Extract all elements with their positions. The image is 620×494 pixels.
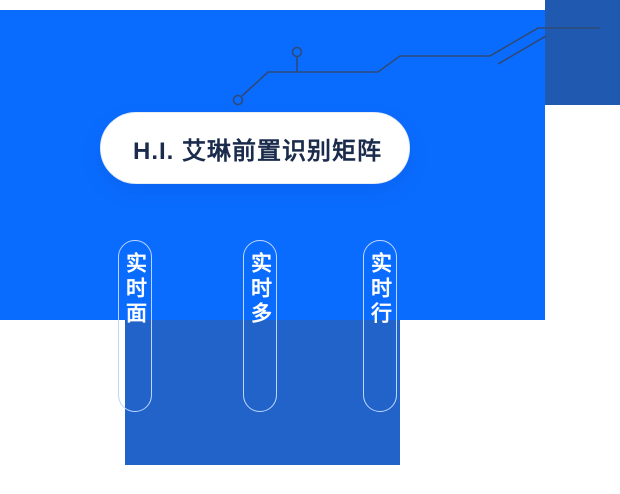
feature-pill-2: 实时多 [243,240,277,412]
feature-pill-label: 实时多 [248,252,272,327]
dark-blue-block-top-right [545,0,620,105]
feature-pill-3: 实时行 [363,240,397,412]
feature-pill-label: 实时面 [123,252,147,327]
title-card: H.I. 艾琳前置识别矩阵 [100,112,410,184]
page-title: H.I. 艾琳前置识别矩阵 [133,137,383,165]
dark-blue-block-bottom [125,320,400,465]
feature-pill-1: 实时面 [118,240,152,412]
feature-pill-label: 实时行 [368,252,392,327]
